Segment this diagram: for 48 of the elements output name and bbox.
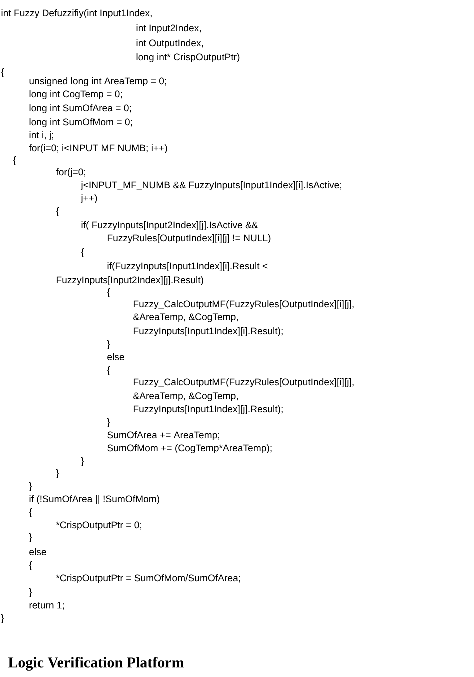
code-line: FuzzyRules[OutputIndex][i][j] != NULL) [108, 234, 271, 244]
code-line: Fuzzy_CalcOutputMF(FuzzyRules[OutputIndex][i][j], [134, 378, 354, 388]
code-line: int Input2Index, [136, 24, 201, 34]
code-line: Fuzzy_CalcOutputMF(FuzzyRules[OutputIndex][i][j], [134, 300, 354, 310]
code-line: else [108, 353, 124, 361]
code-line: j<INPUT_MF_NUMB && FuzzyInputs[Input1Index][i].IsActive; [80, 182, 342, 190]
code-line: } [56, 470, 60, 478]
code-line: &AreaTemp, &CogTemp, [134, 392, 238, 402]
code-line: long int CogTemp = 0; [30, 90, 122, 100]
code-line: SumOfMom += (CogTemp*AreaTemp); [108, 444, 272, 454]
code-line: SumOfArea += AreaTemp; [108, 432, 220, 440]
code-line: { [29, 508, 32, 518]
code-line: { [107, 366, 110, 376]
code-line: long int SumOfMom = 0; [30, 118, 132, 128]
code-line: } [107, 340, 110, 350]
code-line: { [1, 68, 4, 78]
code-line: long int SumOfArea = 0; [30, 104, 132, 114]
code-line: { [13, 156, 16, 166]
code-line: } [29, 482, 32, 492]
code-line: } [1, 614, 4, 624]
code-line: j++) [80, 194, 98, 204]
code-line: } [29, 588, 32, 598]
code-line: int i, j; [30, 132, 54, 140]
code-line: } [81, 458, 84, 466]
code-line: for(i=0; i<INPUT MF NUMB; i++) [29, 144, 168, 154]
code-line: for(j=0; [56, 168, 86, 178]
code-line: { [81, 248, 84, 258]
code-line: { [107, 288, 110, 298]
code-line: { [29, 562, 32, 570]
code-line: FuzzyInputs[Input1Index][j].Result); [134, 406, 283, 414]
code-line: return 1; [30, 602, 64, 610]
code-line: FuzzyInputs[Input1Index][i].Result); [134, 328, 283, 336]
code-line: *CrispOutputPtr = 0; [56, 522, 142, 530]
code-line: } [107, 418, 110, 428]
code-line: unsigned long int AreaTemp = 0; [30, 78, 166, 86]
code-line: *CrispOutputPtr = SumOfMom/SumOfArea; [56, 574, 240, 584]
code-line: if( FuzzyInputs[Input2Index][j].IsActive && [82, 222, 258, 230]
code-line: int Fuzzy Defuzzifiy(int Input1Index, [2, 10, 152, 18]
code-line: &AreaTemp, &CogTemp, [134, 314, 238, 322]
code-line: if(FuzzyInputs[Input1Index][i].Result < [108, 262, 268, 272]
code-line: int OutputIndex, [136, 40, 204, 48]
code-line: { [56, 208, 60, 216]
code-line: if (!SumOfArea || !SumOfMom) [30, 496, 160, 504]
section-heading: Logic Verification Platform [8, 657, 184, 671]
code-line: FuzzyInputs[Input2Index][j].Result) [56, 276, 204, 286]
code-line: long int* CrispOutputPtr) [136, 54, 240, 62]
code-line: } [29, 534, 32, 542]
code-line: else [30, 548, 46, 556]
